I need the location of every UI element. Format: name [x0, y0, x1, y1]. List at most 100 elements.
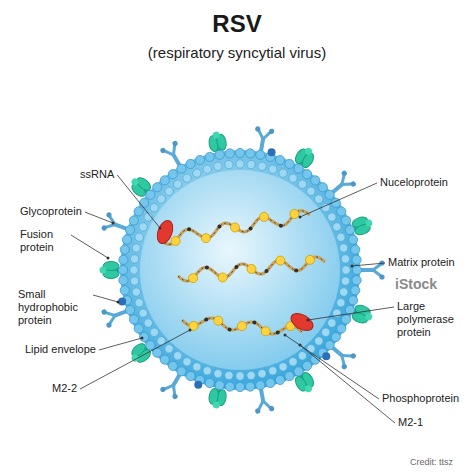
m2-dot	[217, 225, 221, 229]
glycoprotein-spike	[159, 140, 190, 174]
lipid-head	[146, 190, 155, 199]
nucleoprotein-bead	[238, 322, 247, 331]
lipid-head	[275, 155, 284, 164]
m2-dot	[234, 265, 238, 269]
lipid-head	[348, 296, 357, 305]
lipid-head	[186, 371, 195, 380]
lipid-head	[205, 152, 214, 161]
leader-dot	[117, 301, 120, 304]
lipid-head	[351, 245, 360, 254]
part-label: ssRNA	[80, 168, 114, 181]
matrix-protein	[333, 223, 341, 231]
rna-helix	[182, 318, 302, 334]
nucleoprotein-bead	[231, 223, 240, 232]
lipid-head	[215, 381, 224, 390]
matrix-protein	[130, 255, 138, 263]
part-label: Matrix protein	[388, 256, 455, 269]
small-hydrophobic-protein	[322, 352, 330, 360]
spike-tip	[269, 406, 275, 412]
lipid-head	[195, 155, 204, 164]
nucleoprotein-bead	[218, 273, 227, 282]
lipid-head	[205, 378, 214, 387]
lipid-head	[177, 367, 186, 376]
matrix-protein	[328, 319, 336, 327]
fusion-head	[212, 131, 220, 139]
leader-line	[300, 345, 395, 423]
leader-dot	[299, 344, 302, 347]
lipid-head	[119, 255, 128, 264]
matrix-protein	[298, 180, 306, 188]
matrix-protein	[135, 233, 143, 241]
spike-tip	[172, 393, 179, 400]
matrix-protein	[203, 367, 211, 375]
virus-core	[140, 170, 340, 370]
lipid-head	[125, 225, 134, 234]
leader-line	[300, 183, 377, 217]
lipid-head	[215, 150, 224, 159]
matrix-protein	[289, 174, 297, 182]
leader-dot	[112, 222, 115, 225]
lipid-head	[120, 245, 129, 254]
matrix-protein	[236, 160, 244, 168]
matrix-protein	[339, 244, 347, 252]
spike-branch	[338, 355, 348, 365]
matrix-protein	[157, 195, 165, 203]
lipid-head	[331, 333, 340, 342]
matrix-protein	[130, 266, 138, 274]
part-label: Lipid envelope	[25, 343, 96, 356]
matrix-protein	[183, 358, 191, 366]
glycoprotein-spike	[323, 170, 357, 203]
matrix-protein	[298, 352, 306, 360]
matrix-protein	[135, 299, 143, 307]
part-label: Fusion protein	[20, 228, 68, 254]
lipid-head	[352, 276, 361, 285]
rna-strand	[178, 257, 325, 281]
spike-tip	[255, 408, 261, 414]
fusion-lobe	[130, 341, 148, 358]
lipid-head	[352, 265, 361, 274]
leader-line	[71, 235, 108, 258]
polymerase-protein	[288, 310, 316, 334]
spike-tip	[106, 212, 113, 219]
part-label: M2-1	[398, 416, 423, 429]
lipid-head	[294, 164, 303, 173]
matrix-protein	[341, 277, 349, 285]
lipid-head	[168, 170, 177, 179]
nucleoprotein-bead	[260, 212, 269, 221]
lipid-head	[341, 315, 350, 324]
matrix-protein	[132, 288, 140, 296]
lipid-head	[129, 216, 138, 225]
rna-helix	[160, 211, 310, 245]
lipid-head	[266, 378, 275, 387]
spike-branch	[170, 145, 179, 155]
matrix-protein	[339, 288, 347, 296]
spike-tip	[350, 180, 357, 187]
lipid-head	[318, 183, 327, 192]
matrix-protein	[173, 180, 181, 188]
fusion-head	[304, 384, 314, 394]
lipid-head	[125, 305, 134, 314]
leader-dot	[284, 334, 287, 337]
lipid-envelope	[120, 150, 360, 390]
nucleoprotein-bead	[305, 255, 314, 264]
lipid-head	[285, 371, 294, 380]
spike-branch	[105, 310, 115, 318]
matrix-protein	[322, 328, 330, 336]
matrix-protein	[258, 369, 266, 377]
nucleoprotein-bead	[290, 210, 299, 219]
lipid-head	[325, 341, 334, 350]
fusion-head	[130, 177, 140, 187]
leader-line	[85, 212, 113, 223]
fusion-head	[100, 267, 107, 274]
matrix-protein	[279, 363, 287, 371]
lipid-head	[235, 382, 244, 391]
lipid-head	[303, 361, 312, 370]
leader-line	[285, 335, 379, 399]
lipid-head	[134, 324, 143, 333]
lipid-head	[225, 382, 234, 391]
matrix-protein	[258, 162, 266, 170]
lipid-head	[160, 355, 169, 364]
spike-tip	[255, 126, 261, 132]
matrix-protein	[214, 369, 222, 377]
matrix-protein	[214, 162, 222, 170]
